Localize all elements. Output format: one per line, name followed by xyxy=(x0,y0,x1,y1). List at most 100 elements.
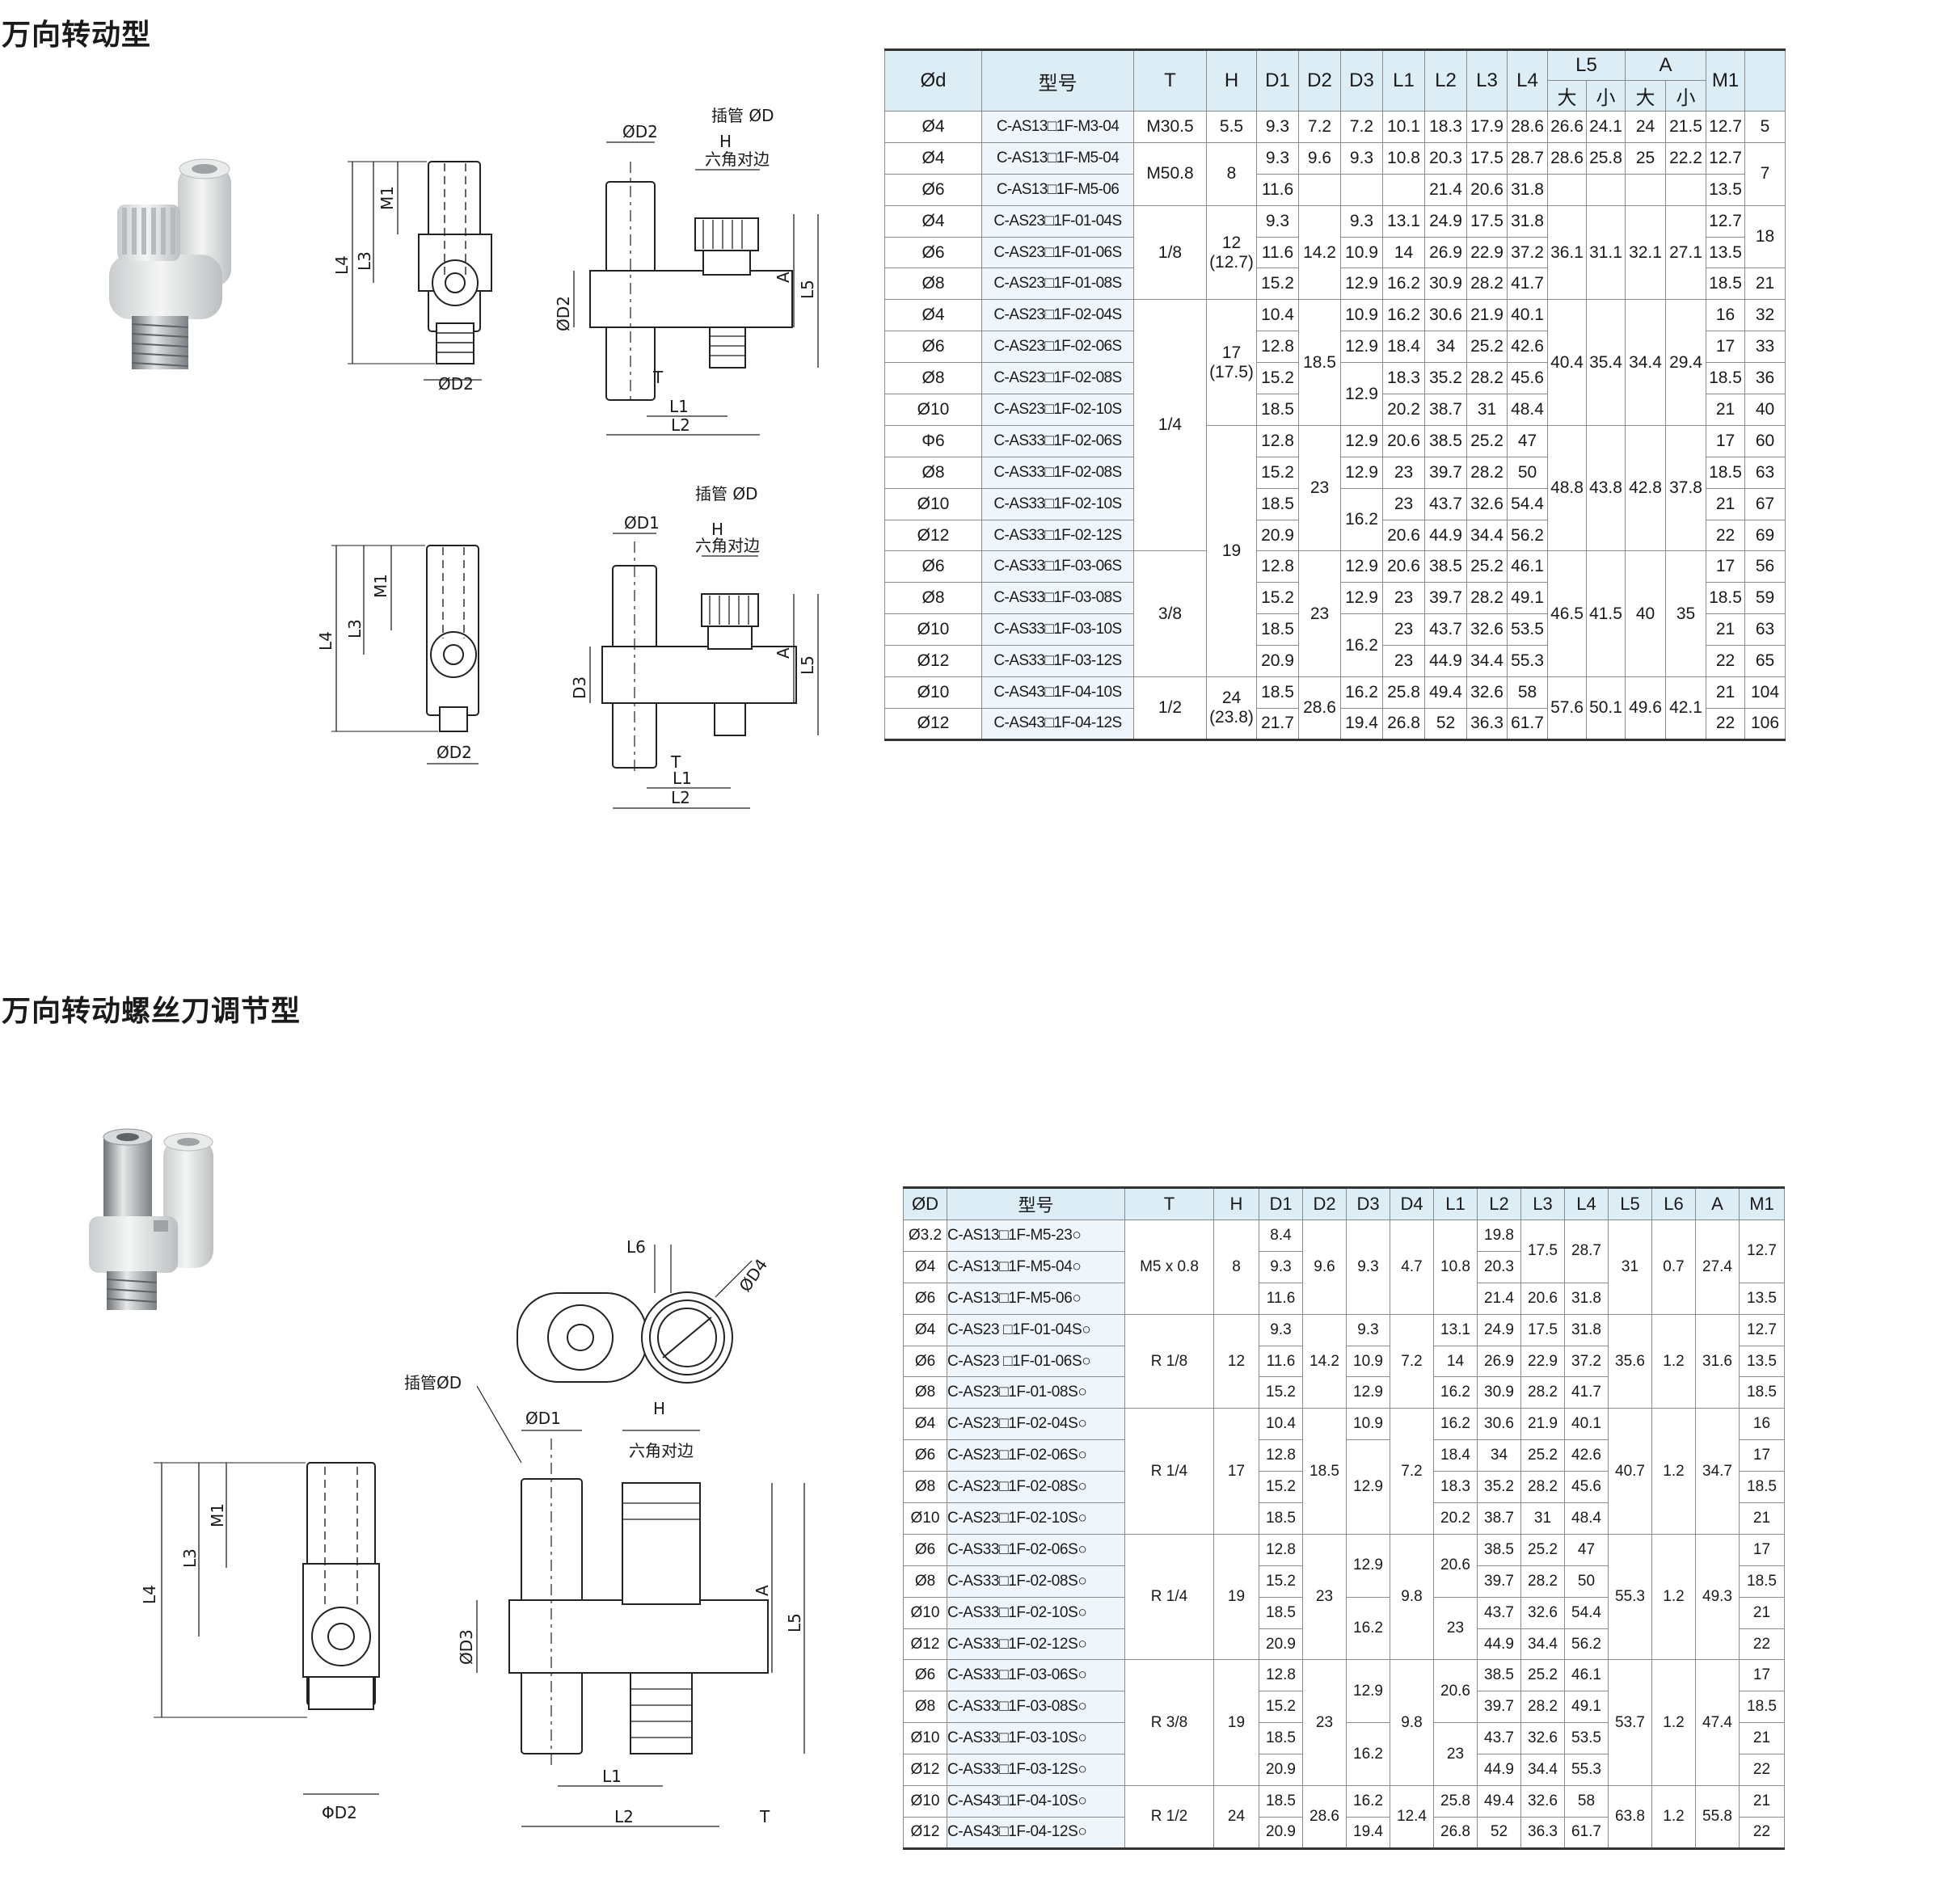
table-cell: 21 xyxy=(1739,1785,1785,1818)
table-cell: 32.6 xyxy=(1520,1722,1565,1755)
dim-label-a-c: A xyxy=(753,1585,772,1596)
table-cell: 18.5 xyxy=(1706,456,1745,489)
table-cell: 31.8 xyxy=(1564,1282,1609,1315)
col-header-l5-small: 小 xyxy=(1586,80,1626,112)
table-cell xyxy=(1547,173,1587,206)
table-cell: 55.8 xyxy=(1695,1785,1740,1849)
table-cell: 33 xyxy=(1744,331,1786,364)
dim-label-d3-c: ØD3 xyxy=(457,1629,476,1665)
table-cell: 18.5 xyxy=(1739,1691,1785,1724)
model-cell: C-AS23□1F-02-06S xyxy=(981,331,1134,364)
table-cell: 7 xyxy=(1744,141,1786,206)
col-header-l4-2: L4 xyxy=(1564,1187,1609,1220)
dim-label-l2-b: L2 xyxy=(671,788,690,807)
table-cell: 60 xyxy=(1744,424,1786,457)
model-cell: C-AS33□1F-03-08S○ xyxy=(947,1691,1125,1724)
table-cell: 41.7 xyxy=(1564,1376,1609,1409)
table-cell: 10.9 xyxy=(1346,1408,1390,1441)
table-cell: 17 xyxy=(1739,1659,1785,1692)
table-cell: Ø10 xyxy=(903,1596,947,1629)
table-cell: 34.4 xyxy=(1625,299,1666,426)
table-cell: 18 xyxy=(1744,204,1786,269)
table-cell: 18.4 xyxy=(1433,1439,1478,1472)
model-cell: C-AS23□1F-01-08S○ xyxy=(947,1376,1125,1409)
table-cell: 21.4 xyxy=(1477,1282,1521,1315)
table-cell: 13.1 xyxy=(1382,204,1425,238)
table-cell: 59 xyxy=(1744,582,1786,615)
table-cell: M5 x 0.8 xyxy=(1124,1219,1214,1315)
table-cell: 65 xyxy=(1744,645,1786,678)
table-cell: 24.1 xyxy=(1586,111,1626,143)
table-cell: 31.1 xyxy=(1586,204,1626,301)
col-header-extra xyxy=(1744,49,1786,112)
table-cell: 104 xyxy=(1744,676,1786,709)
technical-drawing-set-2: L3 L4 M1 ØD2 ØD1 插管 ØD 六角对边 H D3 A L5 T … xyxy=(307,477,857,824)
table-cell: 13.5 xyxy=(1739,1282,1785,1315)
table-cell: Ø4 xyxy=(884,141,982,175)
model-cell: C-AS13□1F-M5-04○ xyxy=(947,1250,1125,1283)
table-cell: 16.2 xyxy=(1340,487,1383,552)
table-cell: 18.3 xyxy=(1382,362,1425,395)
table-cell: 25.2 xyxy=(1520,1533,1565,1566)
table-cell: 10.9 xyxy=(1340,236,1383,269)
table-cell: 42.8 xyxy=(1625,424,1666,552)
col-header-model-2: 型号 xyxy=(947,1187,1125,1220)
model-cell: C-AS33□1F-02-10S○ xyxy=(947,1596,1125,1629)
table-cell: 56.2 xyxy=(1564,1628,1609,1661)
table-cell: 23 xyxy=(1382,456,1425,489)
table-cell: 7.2 xyxy=(1340,111,1383,143)
model-cell: C-AS23□1F-02-08S xyxy=(981,362,1134,395)
table-cell: 15.2 xyxy=(1256,582,1299,615)
table-cell: Ø4 xyxy=(884,204,982,238)
table-cell: 49.1 xyxy=(1564,1691,1609,1724)
table-cell: 15.2 xyxy=(1256,362,1299,395)
dim-label-h-b: H xyxy=(711,520,723,539)
table-cell: 63 xyxy=(1744,613,1786,647)
dim-label-t-c: T xyxy=(759,1807,770,1826)
table-cell: 56 xyxy=(1744,550,1786,583)
table-cell: Ø6 xyxy=(884,331,982,364)
col-header-od-2: ØD xyxy=(903,1187,947,1220)
table-cell: Ø12 xyxy=(903,1754,947,1787)
table-cell: 40.1 xyxy=(1564,1408,1609,1441)
model-cell: C-AS13□1F-M5-04 xyxy=(981,141,1134,175)
table-cell: 35.6 xyxy=(1608,1313,1652,1409)
table-cell: 49.3 xyxy=(1695,1533,1740,1661)
table-cell: 30.9 xyxy=(1477,1376,1521,1409)
cell-line: (17.5) xyxy=(1209,362,1254,381)
dim-label-m1-c: M1 xyxy=(208,1503,227,1527)
table-cell: 1.2 xyxy=(1651,1533,1696,1661)
table-cell: 10.4 xyxy=(1259,1408,1303,1441)
table-cell: 20.6 xyxy=(1382,424,1425,457)
table-cell: 18.5 xyxy=(1256,676,1299,709)
table-cell: 9.3 xyxy=(1346,1219,1390,1315)
dim-label-l5-c: L5 xyxy=(785,1613,804,1632)
model-cell: C-AS23□1F-02-08S○ xyxy=(947,1471,1125,1504)
table-cell: 17.9 xyxy=(1466,111,1508,143)
table-cell: 9.3 xyxy=(1346,1313,1390,1346)
model-cell: C-AS13□1F-M5-23○ xyxy=(947,1219,1125,1252)
table-cell: 12.8 xyxy=(1259,1439,1303,1472)
model-cell: C-AS33□1F-02-08S○ xyxy=(947,1565,1125,1598)
table-cell: 24 xyxy=(1213,1785,1259,1849)
dim-label-t: T xyxy=(652,368,664,387)
table-cell: 15.2 xyxy=(1256,267,1299,301)
table-cell: 12.8 xyxy=(1259,1659,1303,1692)
table-cell: 15.2 xyxy=(1259,1565,1303,1598)
col-header-d1-2: D1 xyxy=(1259,1187,1303,1220)
model-cell: C-AS23□1F-02-06S○ xyxy=(947,1439,1125,1472)
table-cell: 46.5 xyxy=(1547,550,1587,678)
table-cell: 47 xyxy=(1507,424,1548,457)
table-cell: 20.6 xyxy=(1520,1282,1565,1315)
table-cell: 39.7 xyxy=(1424,582,1467,615)
table-cell: 50 xyxy=(1564,1565,1609,1598)
table-cell: 40 xyxy=(1625,550,1666,678)
table-cell: Ø12 xyxy=(903,1628,947,1661)
table-cell: 54.4 xyxy=(1564,1596,1609,1629)
table-cell: 9.3 xyxy=(1340,141,1383,175)
table-cell: 8.4 xyxy=(1259,1219,1303,1252)
table-cell: 17 xyxy=(1213,1408,1259,1535)
